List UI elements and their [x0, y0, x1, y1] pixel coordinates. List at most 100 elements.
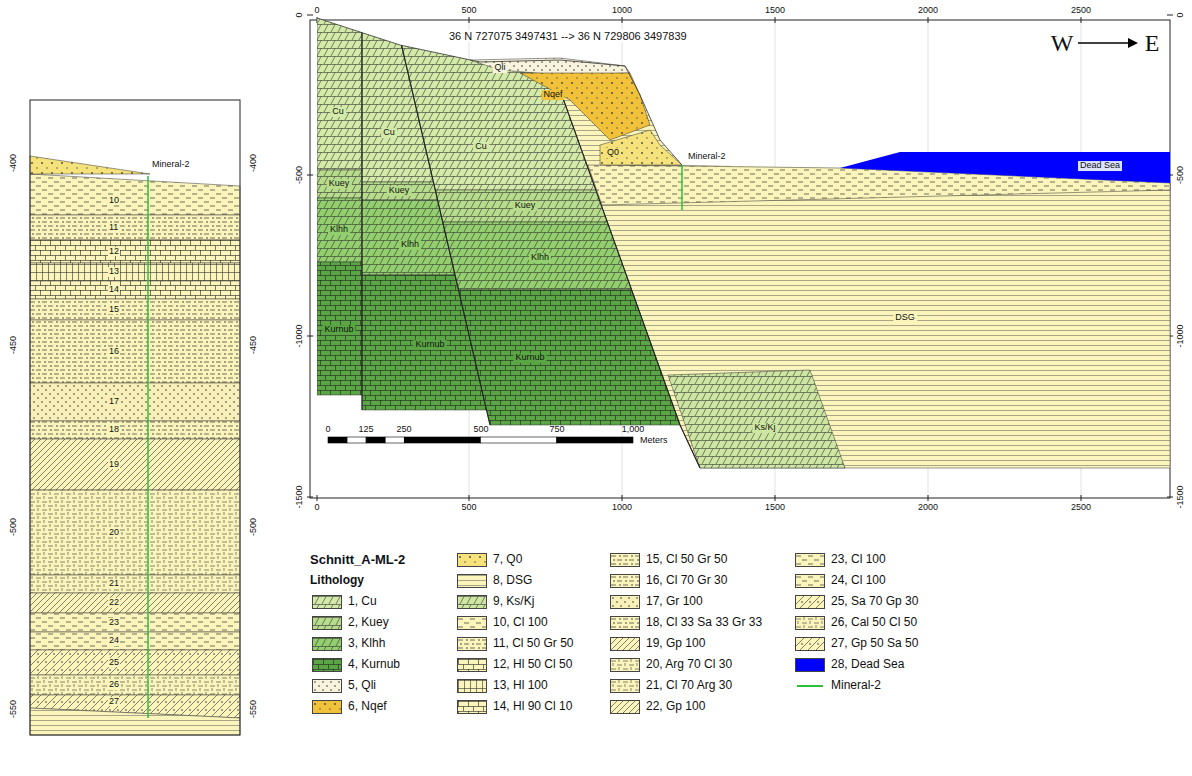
- kuey-unit-pattern: [317, 170, 362, 198]
- log-layer-pattern: [30, 439, 240, 490]
- legend-line-sample: [797, 685, 823, 687]
- log-band: 15: [30, 299, 240, 320]
- log-band: 22: [30, 593, 240, 613]
- legend-swatch: [795, 595, 825, 609]
- swatch-pattern: [458, 638, 486, 650]
- layer-number: 23: [108, 618, 120, 628]
- tick: [1081, 495, 1082, 501]
- axis-label: 1000: [612, 6, 632, 16]
- axis-label: 2500: [1071, 6, 1091, 16]
- swatch-pattern: [313, 638, 341, 650]
- klhh-unit-pattern: [317, 198, 362, 262]
- swatch-pattern: [313, 617, 341, 629]
- legend-text: 19, Gp 100: [646, 637, 705, 650]
- swatch-pattern: [611, 575, 639, 587]
- scale-label: 500: [473, 425, 488, 435]
- legend-text: 7, Q0: [493, 553, 522, 566]
- legend-swatch: [457, 574, 487, 588]
- unit-label: Kurnub: [322, 325, 355, 335]
- axis-label: -1000: [1176, 324, 1186, 347]
- swatch-pattern: [611, 596, 639, 608]
- legend-text: 16, Cl 70 Gr 30: [646, 574, 727, 587]
- log-band: 10: [30, 186, 240, 215]
- depth-label: -550: [249, 700, 259, 718]
- log-layer-pattern: [30, 215, 240, 240]
- kuey-unit-pattern: [362, 182, 438, 200]
- scale-unit: Meters: [640, 436, 668, 446]
- tick: [469, 495, 470, 501]
- legend-swatch: [610, 679, 640, 693]
- unit-label: DSG: [893, 313, 917, 323]
- swatch-pattern: [458, 596, 486, 608]
- log-layer-pattern: [30, 650, 240, 675]
- legend-text: 18, Cl 33 Sa 33 Gr 33: [646, 616, 762, 629]
- legend-title: Schnitt_A-ML-2: [310, 553, 405, 567]
- legend-swatch: [457, 700, 487, 714]
- log-band: 13: [30, 263, 240, 281]
- swatch-pattern: [458, 659, 486, 671]
- unit-label: Kuey: [387, 186, 412, 196]
- log-layer: [30, 490, 240, 575]
- scale-segment: [404, 437, 480, 443]
- unit-label: Cu: [381, 128, 397, 138]
- swatch-pattern: [313, 680, 341, 692]
- axis-label: 2000: [918, 503, 938, 513]
- legend-swatch: [610, 616, 640, 630]
- log-layer-pattern: [30, 299, 240, 320]
- swatch-pattern: [611, 638, 639, 650]
- legend-swatch: [457, 616, 487, 630]
- legend-text: 5, Qli: [348, 679, 376, 692]
- scale-segment: [385, 437, 404, 443]
- scale-segment: [481, 437, 557, 443]
- tick: [307, 497, 313, 498]
- kurnub-unit-pattern: [317, 262, 362, 395]
- swatch-pattern: [458, 680, 486, 692]
- legend-text: 1, Cu: [348, 595, 377, 608]
- legend-text: 12, Hl 50 Cl 50: [493, 658, 572, 671]
- layer-number: 10: [108, 196, 120, 206]
- swatch-pattern: [611, 638, 639, 650]
- axis-label: -500: [295, 166, 305, 184]
- axis-label: -1500: [295, 485, 305, 508]
- axis-label: 0: [314, 6, 319, 16]
- unit-label: Qli: [493, 63, 508, 73]
- log-layer: [30, 263, 240, 281]
- swatch-pattern: [313, 596, 341, 608]
- log-layer-pattern: [30, 613, 240, 632]
- scale-segment: [366, 437, 385, 443]
- legend-swatch: [610, 553, 640, 567]
- swatch-pattern: [611, 554, 639, 566]
- kuey-unit: [362, 182, 438, 200]
- swatch-pattern: [458, 596, 486, 608]
- log-band: 24: [30, 632, 240, 650]
- tick: [928, 495, 929, 501]
- swatch-pattern: [313, 596, 341, 608]
- log-layer: [30, 439, 240, 490]
- layer-number: 25: [108, 658, 120, 668]
- legend-line-sample: [795, 679, 825, 693]
- log-band: 27: [30, 695, 240, 708]
- geology: [317, 0, 1170, 468]
- log-layer-pattern: [30, 675, 240, 695]
- log-band: 19: [30, 439, 240, 490]
- axis-label: 2500: [1071, 503, 1091, 513]
- legend-swatch: [457, 637, 487, 651]
- log-band: 16: [30, 320, 240, 383]
- log-dsg-pattern: [30, 708, 240, 735]
- layer-number: 27: [108, 697, 120, 707]
- tick: [775, 17, 776, 23]
- axis-label: 0: [295, 12, 305, 17]
- klhh-unit: [443, 222, 632, 290]
- tick: [307, 175, 313, 176]
- tick: [622, 495, 623, 501]
- legend-swatch: [457, 595, 487, 609]
- fault-line: [361, 0, 362, 410]
- axis-label: -1500: [1176, 485, 1186, 508]
- unit-label: Ks/Kj: [752, 423, 777, 433]
- tick: [622, 17, 623, 23]
- log-layer: [30, 320, 240, 383]
- direction-letter: W: [1051, 30, 1074, 56]
- swatch-pattern: [458, 554, 486, 566]
- log-layer-pattern: [30, 240, 240, 263]
- swatch-pattern: [458, 575, 486, 587]
